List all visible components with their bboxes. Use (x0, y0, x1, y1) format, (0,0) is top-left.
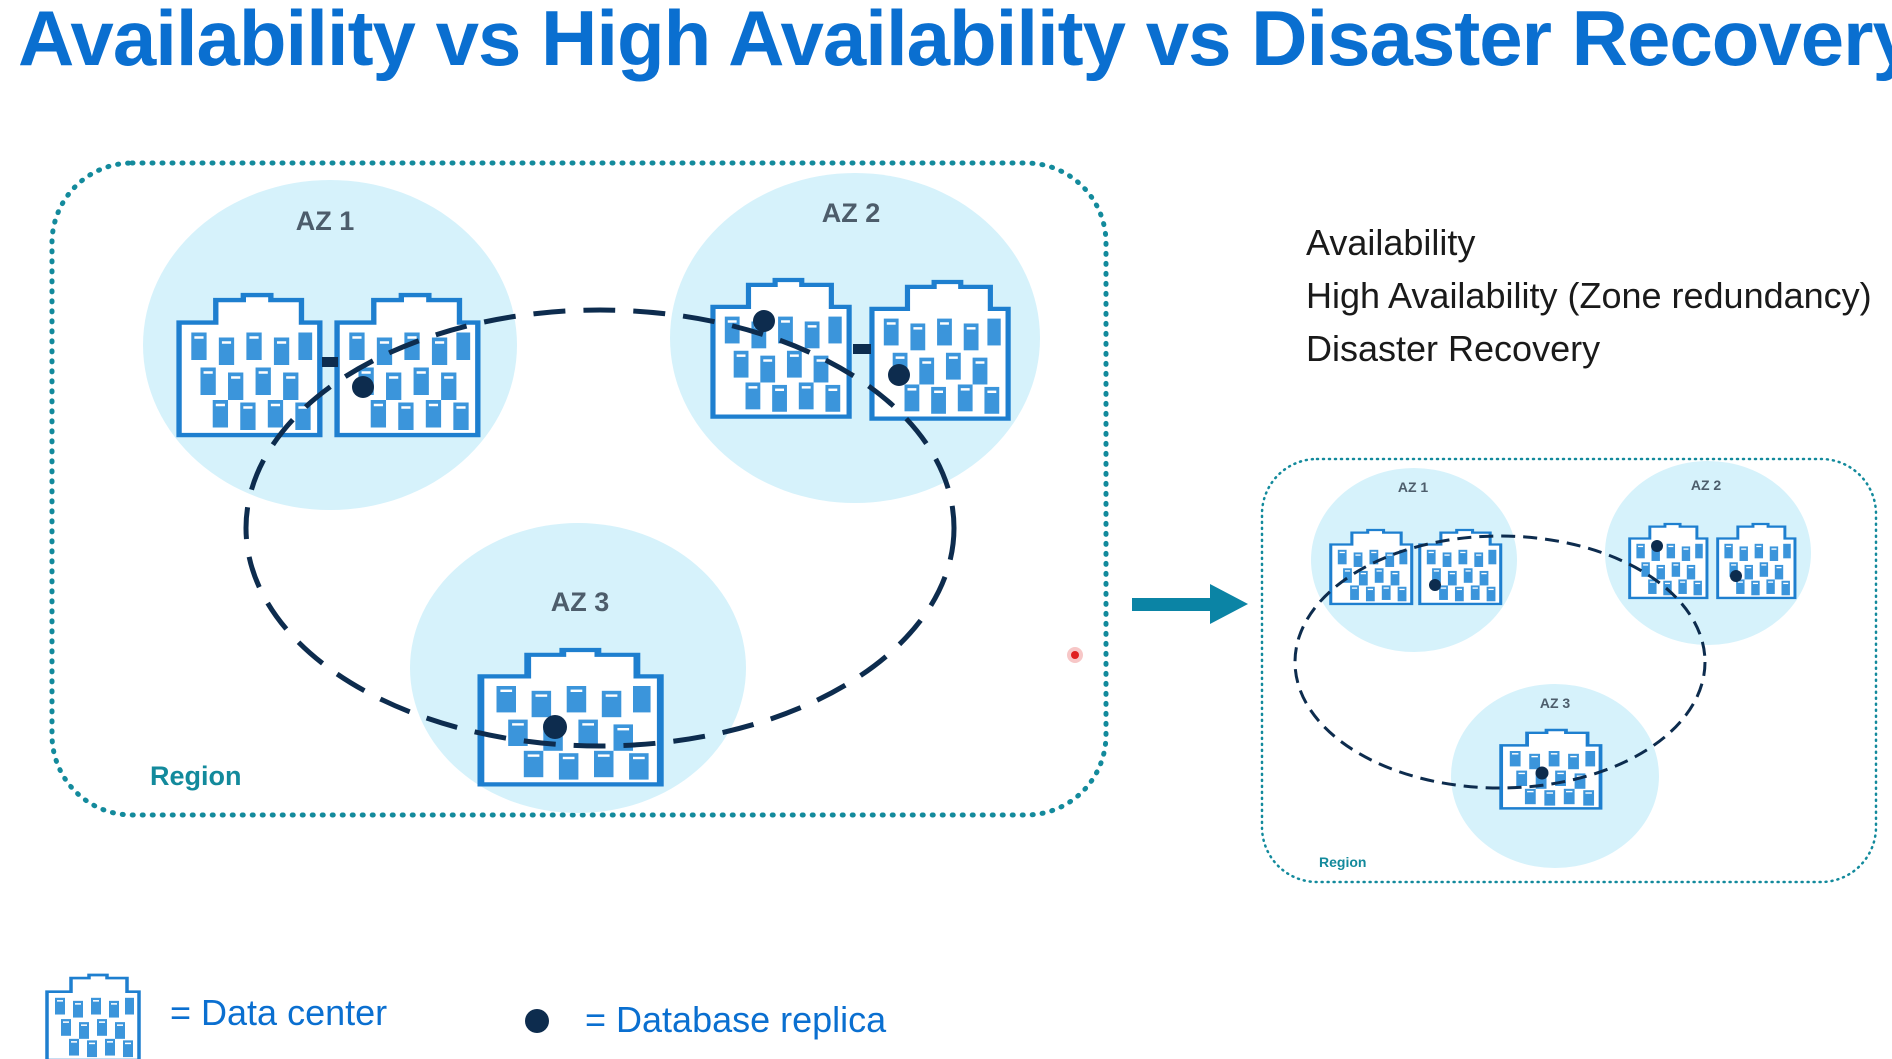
replica-dot-icon (1535, 766, 1549, 780)
option-disaster-recovery: Disaster Recovery (1306, 328, 1601, 369)
option-high-availability: High Availability (Zone redundancy) (1306, 275, 1872, 316)
small-region: AZ 1 AZ 2 AZ 3 Region (1260, 457, 1878, 884)
az3-label: AZ 3 (551, 587, 610, 617)
replica-dot-icon (753, 310, 775, 332)
az1-label: AZ 1 (1398, 479, 1429, 495)
legend (45, 973, 549, 1059)
az1-label: AZ 1 (296, 206, 355, 236)
az3-label: AZ 3 (1540, 695, 1571, 711)
replication-ring (243, 307, 957, 749)
replica-dot-icon (1651, 540, 1663, 552)
option-availability: Availability (1306, 222, 1476, 263)
legend-datacenter-label: = Data center (170, 992, 388, 1033)
region-border (49, 160, 1109, 818)
az1-zone (1311, 468, 1517, 652)
region-label: Region (150, 761, 242, 791)
availability-options: Availability High Availability (Zone red… (1306, 216, 1872, 375)
datacenter-link (853, 344, 871, 354)
arrow-right-icon (1132, 584, 1248, 624)
replica-dot-icon (1730, 570, 1742, 582)
region-border (1260, 457, 1878, 884)
replica-dot-icon (888, 364, 910, 386)
az2-label: AZ 2 (822, 198, 881, 228)
region-label: Region (1319, 854, 1366, 870)
datacenter-link (322, 357, 338, 367)
replica-dot-icon (1429, 579, 1441, 591)
large-region: AZ 1 AZ 2 AZ 3 Region (49, 160, 1109, 818)
pointer-marker-core (1071, 651, 1079, 659)
replica-dot-icon (543, 715, 567, 739)
replica-dot-icon (525, 1009, 549, 1033)
replication-ring (1293, 534, 1707, 790)
az2-label: AZ 2 (1691, 477, 1722, 493)
replica-dot-icon (352, 376, 374, 398)
legend-replica-label: = Database replica (585, 999, 887, 1040)
datacenter-icon (45, 973, 141, 1059)
page-title: Availability vs High Availability vs Dis… (18, 0, 1892, 82)
